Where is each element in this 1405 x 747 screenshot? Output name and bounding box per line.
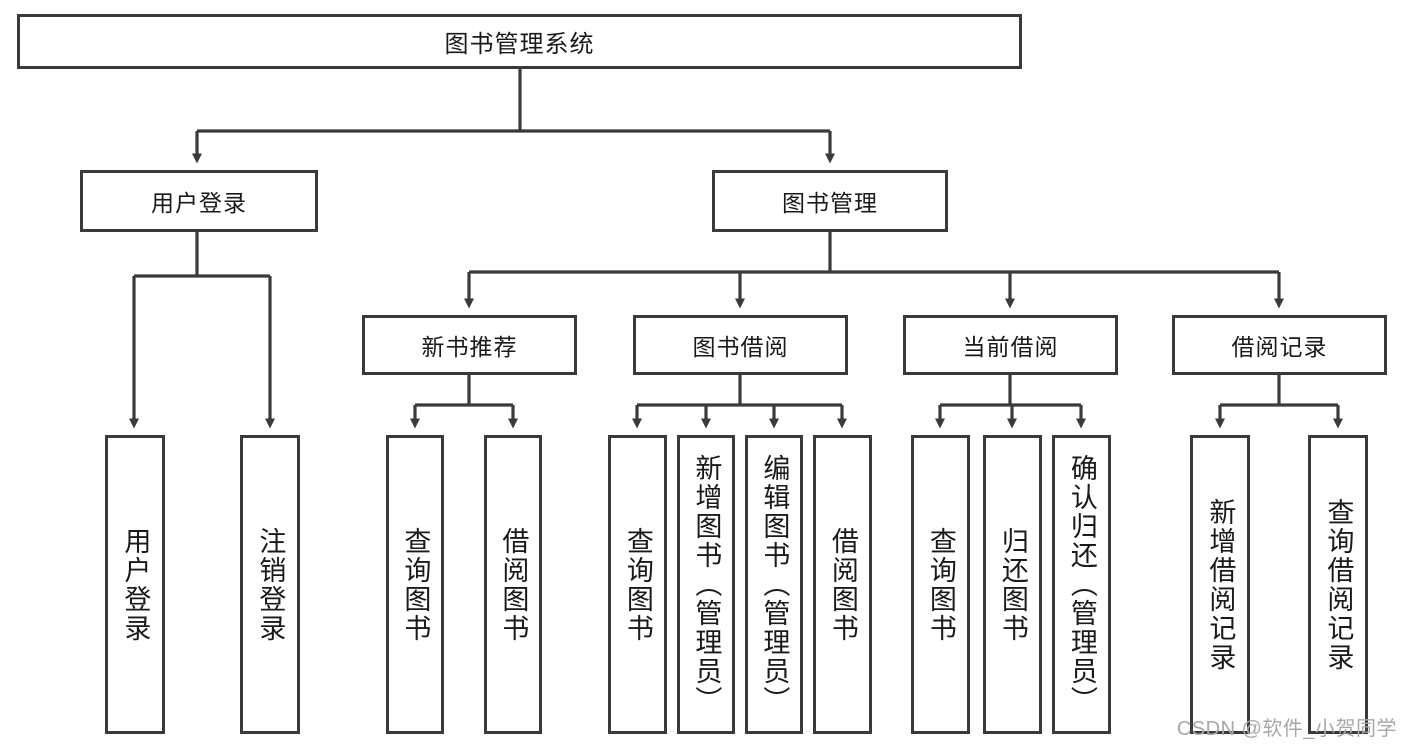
node-user-login-label: 用户登录 [151, 190, 247, 216]
node-leaf-edit-book-label: 编辑图书（管理员） [759, 454, 790, 715]
node-root[interactable]: 图书管理系统 [17, 14, 1022, 69]
watermark: CSDN @软件_小贺同学 [1176, 718, 1397, 740]
node-leaf-borrow-book-1-label: 借阅图书 [498, 526, 529, 643]
node-leaf-query-book-2[interactable]: 查询图书 [608, 435, 667, 734]
node-leaf-borrow-book-1[interactable]: 借阅图书 [484, 435, 542, 734]
node-leaf-user-login[interactable]: 用户登录 [105, 435, 165, 734]
node-leaf-add-book[interactable]: 新增图书（管理员） [677, 435, 735, 734]
node-leaf-query-borrow-record[interactable]: 查询借阅记录 [1308, 435, 1368, 734]
node-leaf-query-book-1-label: 查询图书 [400, 526, 431, 643]
node-leaf-query-borrow-record-label: 查询借阅记录 [1323, 497, 1354, 672]
node-leaf-query-book-1[interactable]: 查询图书 [386, 435, 444, 734]
node-book-management-label: 图书管理 [782, 190, 878, 216]
node-new-book-recommend[interactable]: 新书推荐 [362, 315, 577, 375]
node-borrow-record-label: 借阅记录 [1231, 334, 1328, 360]
node-current-borrow-label: 当前借阅 [962, 334, 1059, 360]
node-leaf-add-borrow-record[interactable]: 新增借阅记录 [1190, 435, 1250, 734]
node-leaf-borrow-book-2-label: 借阅图书 [827, 526, 858, 643]
node-leaf-query-book-3-label: 查询图书 [925, 526, 956, 643]
node-book-borrow[interactable]: 图书借阅 [633, 315, 848, 375]
node-leaf-return-book-label: 归还图书 [997, 526, 1028, 643]
node-book-borrow-label: 图书借阅 [692, 334, 789, 360]
node-current-borrow[interactable]: 当前借阅 [903, 315, 1118, 375]
node-leaf-confirm-return-label: 确认归还（管理员） [1066, 454, 1097, 715]
node-root-label: 图书管理系统 [444, 31, 595, 58]
node-leaf-user-login-label: 用户登录 [120, 526, 151, 643]
node-leaf-confirm-return[interactable]: 确认归还（管理员） [1052, 435, 1111, 734]
node-book-management[interactable]: 图书管理 [712, 170, 948, 232]
node-leaf-query-book-2-label: 查询图书 [622, 526, 653, 643]
node-leaf-add-book-label: 新增图书（管理员） [691, 454, 722, 715]
node-leaf-borrow-book-2[interactable]: 借阅图书 [813, 435, 872, 734]
node-leaf-return-book[interactable]: 归还图书 [983, 435, 1042, 734]
node-borrow-record[interactable]: 借阅记录 [1172, 315, 1387, 375]
node-leaf-query-book-3[interactable]: 查询图书 [911, 435, 970, 734]
node-user-login[interactable]: 用户登录 [80, 170, 318, 232]
node-leaf-edit-book[interactable]: 编辑图书（管理员） [745, 435, 803, 734]
node-leaf-user-logout[interactable]: 注销登录 [240, 435, 300, 734]
node-leaf-user-logout-label: 注销登录 [255, 526, 286, 643]
node-leaf-add-borrow-record-label: 新增借阅记录 [1205, 497, 1236, 672]
node-new-book-recommend-label: 新书推荐 [421, 334, 518, 360]
